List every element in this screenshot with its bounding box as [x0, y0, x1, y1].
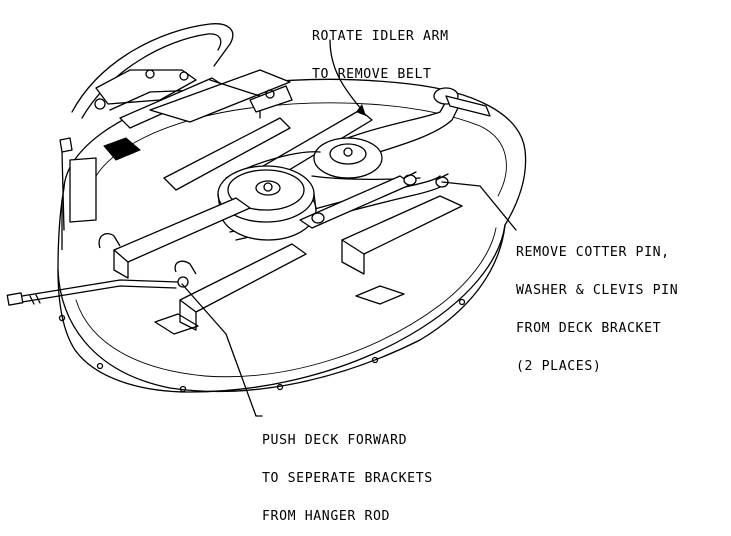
- center-pulley: [217, 165, 317, 241]
- callout-line: PUSH DECK FORWARD: [262, 433, 408, 449]
- leader-lines: [181, 39, 517, 417]
- callout-line: TO SEPERATE BRACKETS: [262, 470, 433, 486]
- callout-line: WASHER & CLEVIS PIN: [516, 282, 679, 298]
- callout-line: (2 PLACES): [516, 358, 602, 374]
- hanger-rod: [6, 279, 179, 306]
- front-brackets: [98, 197, 307, 331]
- callout-line: ROTATE IDLER ARM: [312, 29, 449, 45]
- mower-deck-diagram: ROTATE IDLER ARM TO REMOVE BELT REMOVE C…: [6, 6, 678, 523]
- right-deck-bracket: [299, 171, 463, 275]
- callout-line: REMOVE COTTER PIN,: [516, 245, 670, 261]
- callout-line: FROM DECK BRACKET: [516, 320, 662, 336]
- callout-remove-cotter-pin: REMOVE COTTER PIN, WASHER & CLEVIS PIN F…: [516, 222, 678, 386]
- callout-line: FROM HANGER ROD: [262, 508, 391, 524]
- idler-arm: [313, 87, 491, 179]
- callout-push-deck-forward: PUSH DECK FORWARD TO SEPERATE BRACKETS F…: [262, 410, 433, 536]
- callout-rotate-idler-arm: ROTATE IDLER ARM TO REMOVE BELT: [312, 6, 449, 94]
- deck-drawing: [6, 23, 527, 417]
- callout-line: TO REMOVE BELT: [312, 66, 432, 82]
